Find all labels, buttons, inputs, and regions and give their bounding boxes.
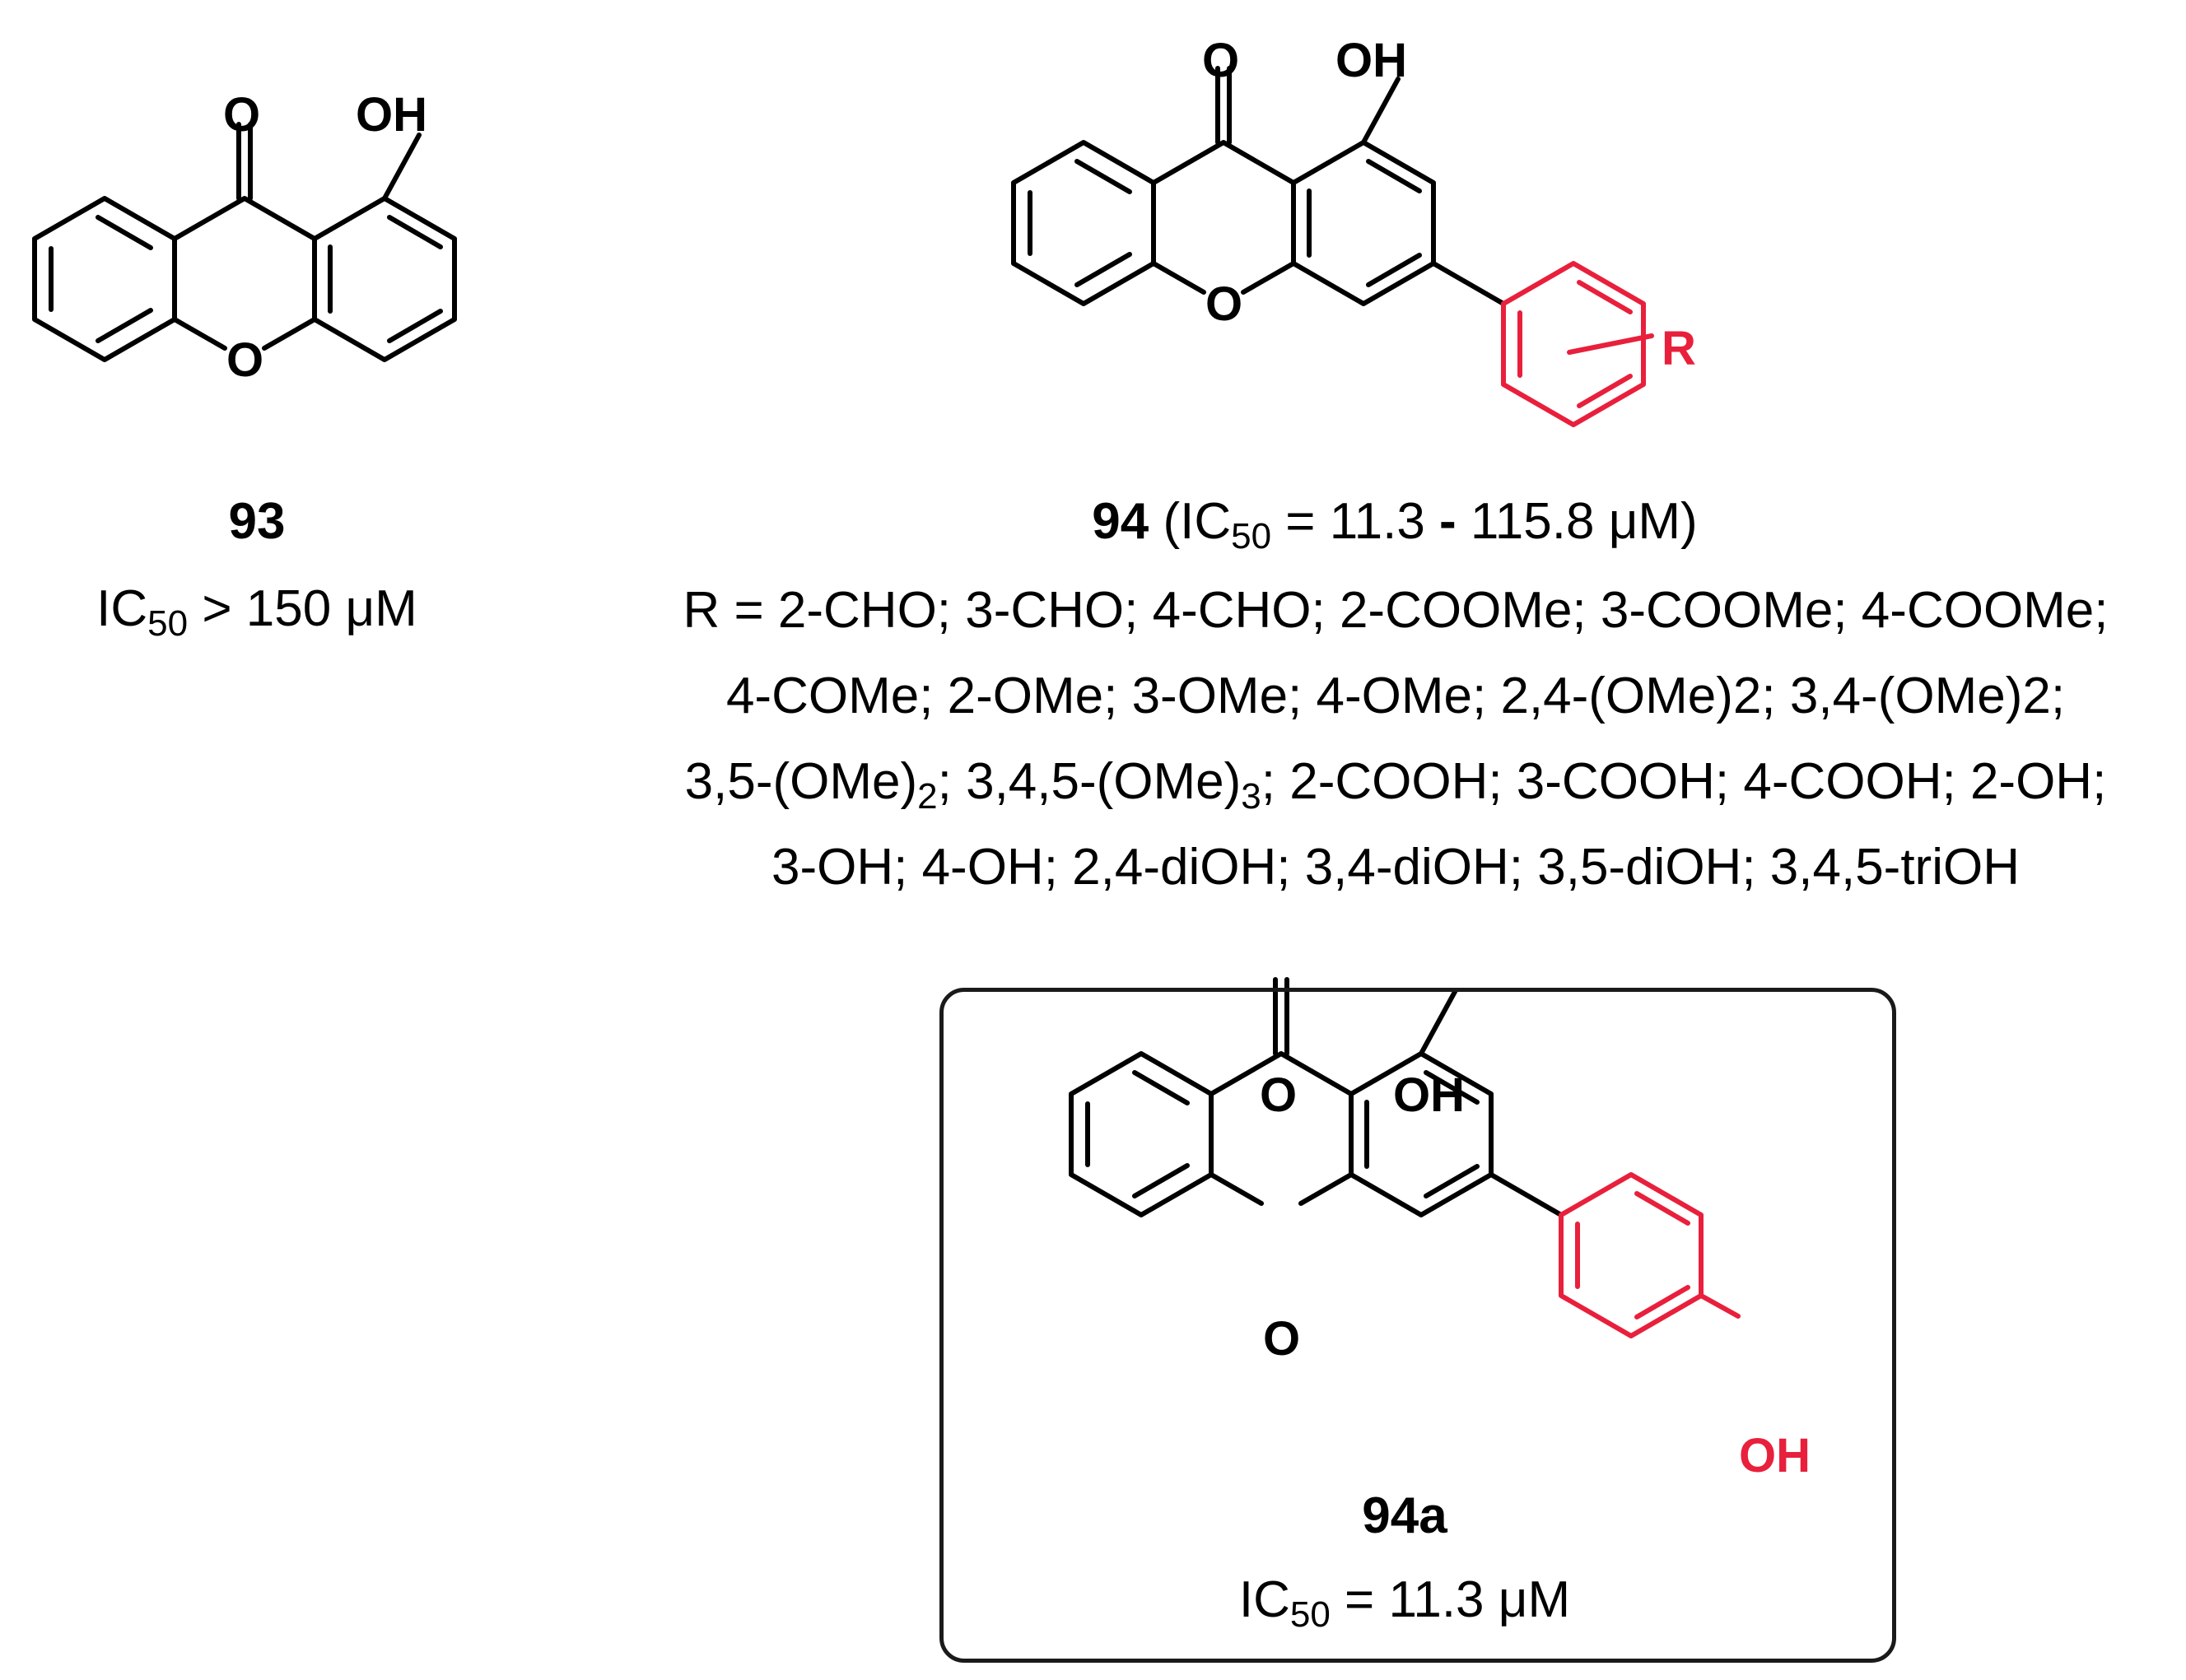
r-line-4: 3-OH; 4-OH; 2,4-diOH; 3,4-diOH; 3,5-diOH… <box>771 839 2020 896</box>
atom-o-ring-94a: O <box>1263 1312 1301 1366</box>
atom-o-carbonyl-93: O <box>223 88 261 142</box>
ic50-94a: IC50 = 11.3 μM <box>1238 1571 1571 1635</box>
atom-oh-94: OH <box>1335 34 1407 87</box>
compound-label-94: 94 <box>1092 493 1149 550</box>
structure-94a <box>1071 980 1741 1338</box>
phenol-ring <box>1559 1172 1741 1338</box>
structure-94 <box>1014 68 1654 427</box>
atom-oh-93: OH <box>356 88 427 142</box>
atom-o-carbonyl-94a: O <box>1260 1068 1298 1122</box>
r-substituent-list: R = 2-CHO; 3-CHO; 4-CHO; 2-COOMe; 3-COOM… <box>618 568 2174 910</box>
structure-93 <box>35 124 454 360</box>
r-line-3: 3,5-(OMe)2; 3,4,5-(OMe)3; 2-COOH; 3-COOH… <box>684 753 2107 817</box>
ic50-94: 94 (IC50 = 11.3 - 115.8 μM) <box>1092 493 1698 556</box>
ic50-93: IC50 > 150 μM <box>96 580 417 644</box>
aryl-ring-r <box>1501 261 1654 427</box>
atom-oh-phenol-94a: OH <box>1739 1429 1811 1482</box>
r-line-1: R = 2-CHO; 3-CHO; 4-CHO; 2-COOMe; 3-COOM… <box>683 582 2109 639</box>
atom-o-ring-94: O <box>1205 277 1243 331</box>
atom-r-94: R <box>1662 322 1696 375</box>
atom-oh-94a: OH <box>1393 1068 1465 1122</box>
atom-o-ring-93: O <box>226 333 264 387</box>
atom-o-carbonyl-94: O <box>1202 34 1240 87</box>
highlight-box-94a <box>939 988 1896 1663</box>
r-line-2: 4-COMe; 2-OMe; 3-OMe; 4-OMe; 2,4-(OMe)2;… <box>725 668 2066 724</box>
compound-label-94a: 94a <box>1362 1487 1447 1544</box>
compound-label-93: 93 <box>228 493 286 550</box>
